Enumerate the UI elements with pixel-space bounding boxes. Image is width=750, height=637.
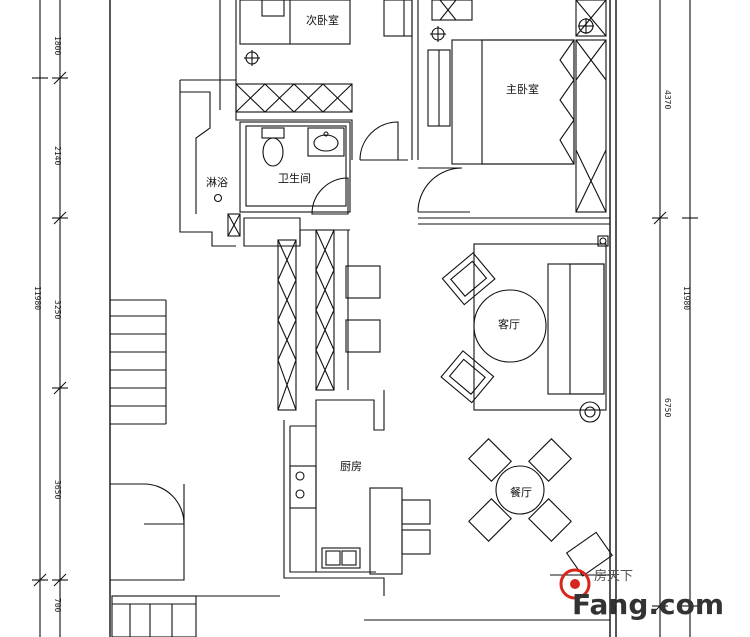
stairs [110, 299, 610, 637]
label-master-bedroom: 主卧室 [506, 82, 539, 96]
label-shower: 淋浴 [206, 176, 228, 189]
label-kitchen: 厨房 [340, 460, 362, 473]
dim-left-5: 3650 [53, 480, 62, 499]
watermark-tagline: 房天下 [594, 568, 633, 584]
dim-right-3: 6750 [663, 398, 672, 417]
dining-room [468, 438, 613, 577]
dim-left-2: 2140 [53, 146, 62, 165]
dim-right-1: 4370 [663, 90, 672, 109]
label-secondary-bedroom: 次卧室 [306, 13, 339, 27]
label-bathroom: 卫生间 [278, 171, 311, 185]
dim-left-3: 11980 [33, 286, 42, 310]
bathroom [179, 79, 408, 247]
corridor-partitions [277, 229, 381, 411]
label-dining-room: 餐厅 [510, 485, 532, 499]
dim-left-6: 700 [53, 598, 62, 613]
dim-right-2: 11980 [682, 286, 691, 310]
kitchen [283, 390, 431, 596]
left-dimension-line [32, 0, 68, 637]
living-room [440, 235, 609, 423]
dim-left-4: 3250 [53, 300, 62, 319]
watermark: 房天下 Fang.com [559, 568, 724, 621]
right-dimension-line [652, 0, 698, 637]
master-bedroom [411, 0, 610, 225]
dim-left-1: 1800 [53, 36, 62, 55]
label-living-room: 客厅 [498, 317, 520, 331]
watermark-brand: Fang.com [572, 588, 724, 621]
outer-walls [109, 0, 617, 637]
